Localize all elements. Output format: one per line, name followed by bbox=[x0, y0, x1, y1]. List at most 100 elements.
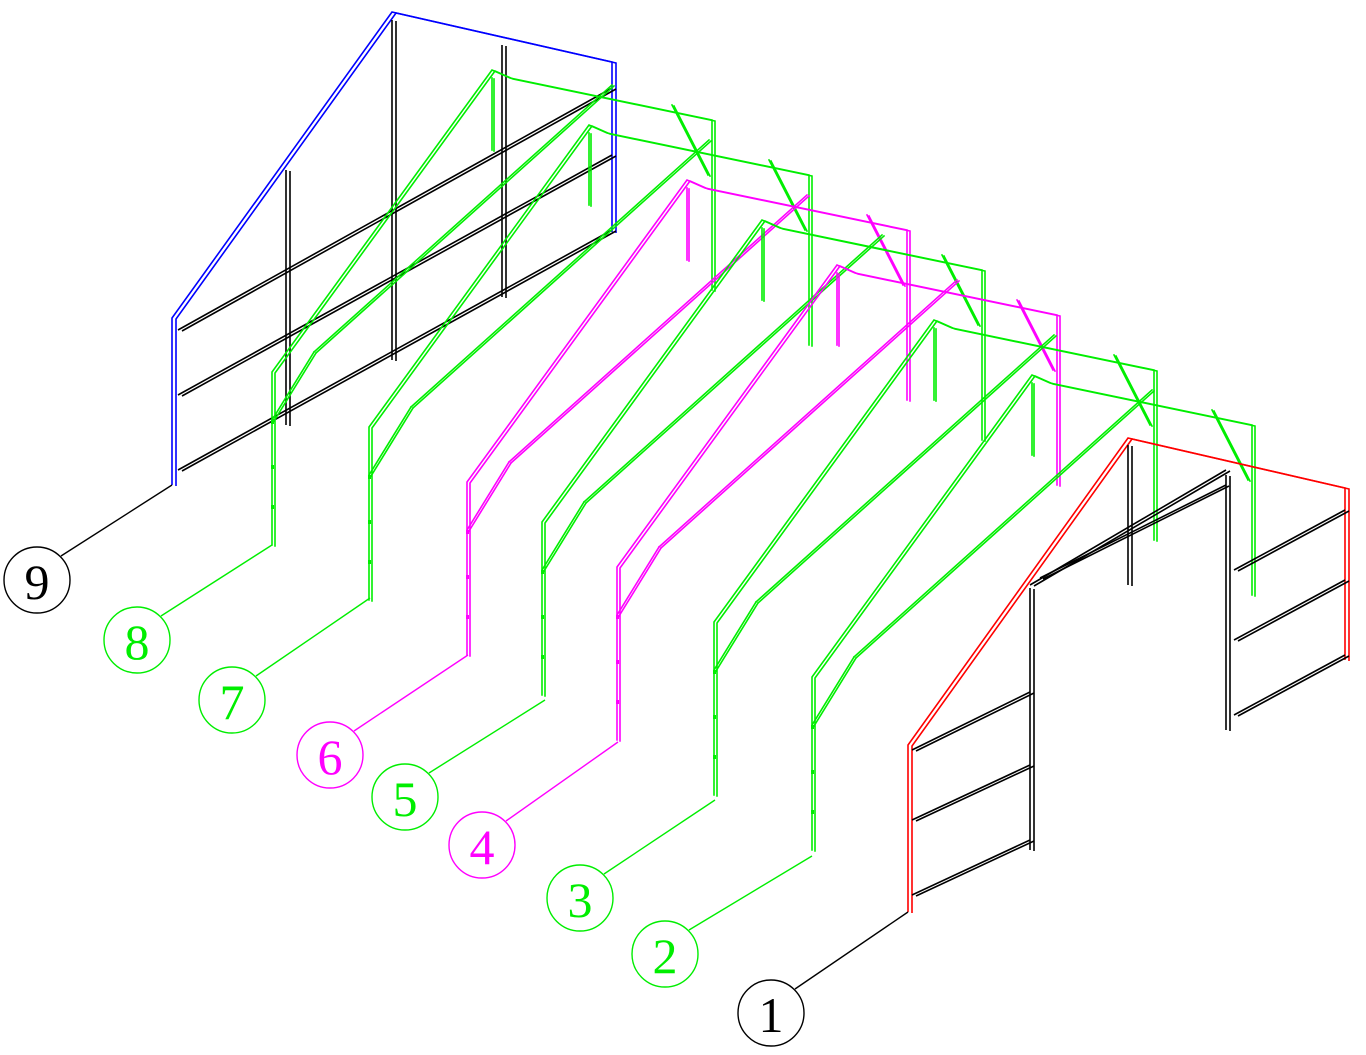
door-post-mid bbox=[1127, 445, 1133, 586]
front-girt-right-2-edge-b bbox=[1237, 655, 1350, 717]
label-number: 4 bbox=[470, 819, 495, 875]
collar-tie-edge-a bbox=[852, 388, 1154, 659]
column-bolt-2 bbox=[368, 560, 371, 564]
label-circle bbox=[296, 721, 364, 789]
column-bolt-1 bbox=[811, 770, 814, 774]
back-wall-girt-1-edge-a bbox=[177, 154, 613, 396]
collar-tie-edge-a bbox=[657, 278, 959, 549]
door-header-lower-edge-b bbox=[1042, 485, 1230, 580]
knee-brace-left-edge-b bbox=[617, 546, 663, 618]
door-post-right bbox=[1225, 475, 1231, 731]
column-bolt-1 bbox=[541, 615, 544, 619]
label-circle bbox=[546, 864, 614, 932]
label-number: 2 bbox=[653, 928, 678, 984]
frame-outline-edge-b bbox=[274, 70, 716, 547]
apex-post bbox=[491, 77, 495, 152]
back-end-frame-edge-a bbox=[171, 11, 613, 485]
back-wall-girt-1 bbox=[177, 154, 617, 397]
front-girt-left-0 bbox=[911, 691, 1035, 752]
label-number: 7 bbox=[220, 674, 245, 730]
front-girt-left-2-edge-a bbox=[911, 839, 1031, 896]
back-end-frame bbox=[171, 11, 617, 486]
knee-brace-left-edge-b bbox=[369, 406, 415, 478]
knee-brace-left-edge-a bbox=[540, 500, 586, 572]
knee-brace-right bbox=[1112, 353, 1154, 428]
leader-line-3 bbox=[603, 799, 716, 875]
front-girt-right-2-edge-a bbox=[1233, 654, 1346, 716]
column-bolt-0 bbox=[368, 475, 371, 479]
column-bolt-0 bbox=[541, 570, 544, 574]
frame-outline-edge-b bbox=[619, 265, 1061, 742]
knee-brace-right bbox=[1015, 298, 1057, 373]
front-end-frame bbox=[907, 437, 1350, 913]
door-header-lower-edge-a bbox=[1039, 484, 1227, 579]
frame-outline bbox=[811, 374, 1256, 852]
knee-brace-left-edge-b bbox=[542, 501, 588, 573]
collar-tie bbox=[507, 193, 811, 465]
front-girt-left-1 bbox=[911, 764, 1035, 822]
front-girt-left-2 bbox=[911, 839, 1035, 897]
knee-brace-left-edge-a bbox=[712, 600, 758, 672]
knee-brace-left-edge-b bbox=[812, 656, 858, 728]
front-girt-right-1-edge-b bbox=[1237, 580, 1350, 642]
front-girt-left-1-edge-b bbox=[915, 765, 1035, 822]
apex-post bbox=[836, 272, 840, 347]
label-number: 3 bbox=[568, 872, 593, 928]
label-circle bbox=[737, 979, 805, 1047]
front-end-frame-edge-b bbox=[911, 438, 1350, 913]
portal-frame-5 bbox=[540, 219, 986, 697]
frame-label-7: 7 bbox=[198, 666, 266, 734]
back-end-frame-edge-b bbox=[175, 12, 617, 486]
knee-brace-right-edge-b bbox=[672, 104, 712, 178]
frame-outline bbox=[616, 264, 1061, 742]
label-number: 6 bbox=[318, 729, 343, 785]
knee-brace-right bbox=[670, 103, 712, 178]
column-bolt-0 bbox=[466, 530, 469, 534]
column-bolt-2 bbox=[616, 700, 619, 704]
front-girt-left-2-edge-b bbox=[915, 840, 1035, 897]
knee-brace-right-edge-a bbox=[940, 253, 980, 327]
label-circle bbox=[198, 666, 266, 734]
frame-outline-edge-b bbox=[716, 320, 1158, 797]
frame-outline-edge-b bbox=[469, 180, 911, 657]
back-end-wall-structure bbox=[171, 11, 617, 486]
collar-tie bbox=[754, 333, 1058, 605]
collar-tie bbox=[852, 388, 1156, 660]
apex-post bbox=[1031, 382, 1035, 457]
front-girt-left-0-edge-a bbox=[911, 691, 1031, 751]
back-wall-post-2 bbox=[501, 45, 507, 298]
knee-brace-left-edge-a bbox=[810, 655, 856, 727]
portal-frame-7 bbox=[367, 124, 813, 602]
column-bolt-0 bbox=[713, 670, 716, 674]
collar-tie bbox=[582, 233, 886, 505]
collar-tie-edge-b bbox=[314, 84, 616, 355]
knee-brace-right-edge-b bbox=[769, 159, 809, 233]
knee-brace-left bbox=[615, 545, 663, 618]
collar-tie-edge-a bbox=[312, 83, 614, 354]
collar-tie-edge-b bbox=[659, 279, 961, 550]
leader-line-6 bbox=[353, 654, 469, 732]
knee-brace-left-edge-a bbox=[367, 405, 413, 477]
knee-brace-right-edge-b bbox=[1017, 299, 1057, 373]
knee-brace-left bbox=[270, 350, 318, 423]
front-girt-right-1 bbox=[1233, 579, 1350, 642]
knee-brace-right-edge-a bbox=[1112, 353, 1152, 427]
label-circle bbox=[371, 763, 439, 831]
front-girt-right-0-edge-a bbox=[1233, 509, 1346, 571]
label-number: 9 bbox=[25, 554, 50, 610]
column-bolt-1 bbox=[368, 520, 371, 524]
leader-line-8 bbox=[160, 544, 273, 617]
knee-brace-left bbox=[465, 460, 513, 533]
label-leaders bbox=[60, 484, 909, 990]
knee-brace-left-edge-a bbox=[270, 350, 316, 422]
leader-line-9 bbox=[60, 484, 173, 557]
collar-tie bbox=[409, 138, 713, 410]
front-girt-right-1-edge-a bbox=[1233, 579, 1346, 641]
portal-frame-4 bbox=[615, 264, 1061, 742]
column-bolt-0 bbox=[271, 420, 274, 424]
front-girt-right-0-edge-b bbox=[1237, 510, 1350, 572]
frame-label-1: 1 bbox=[737, 979, 805, 1047]
column-bolt-0 bbox=[616, 615, 619, 619]
back-wall-post-0 bbox=[285, 170, 291, 426]
